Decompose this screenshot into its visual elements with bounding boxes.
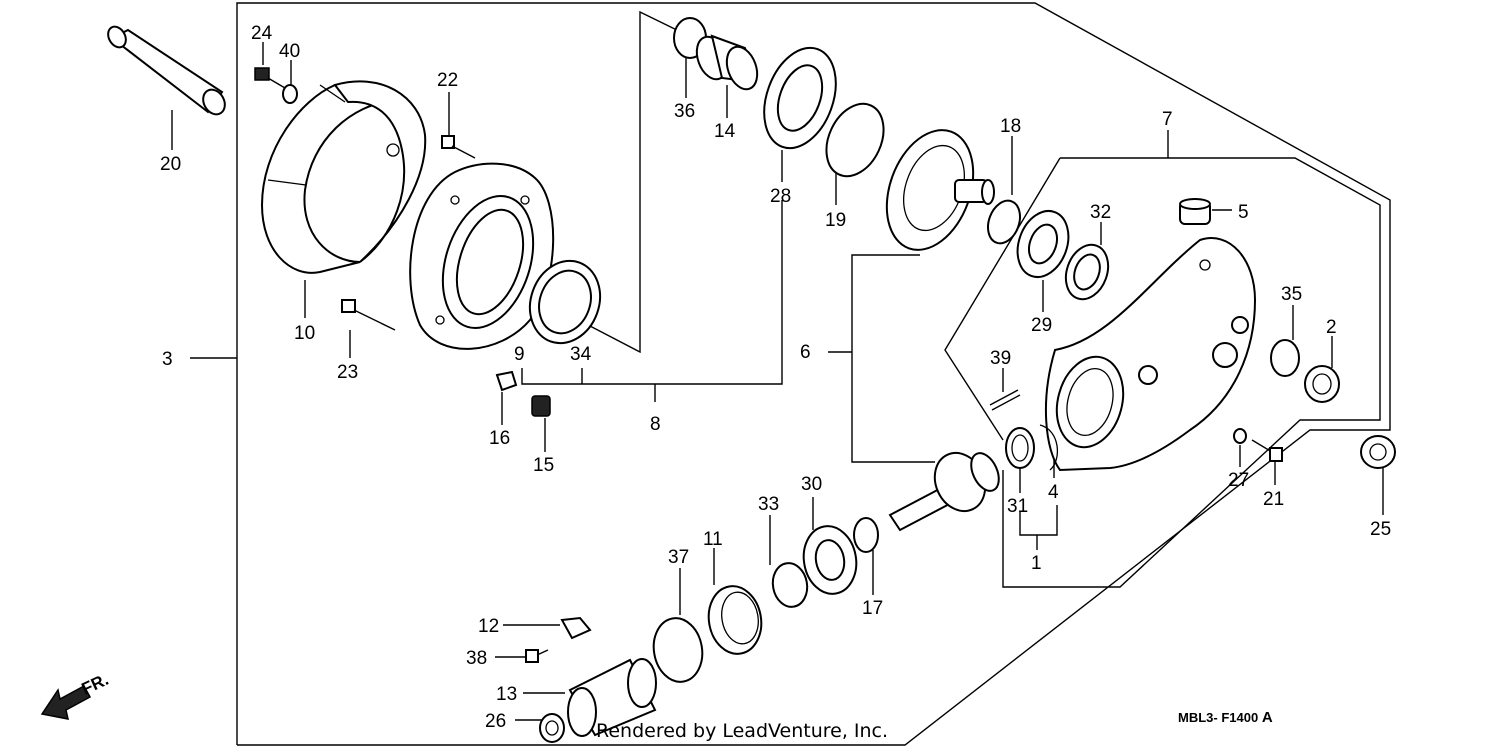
callout-14: 14 bbox=[714, 121, 736, 142]
callout-33: 33 bbox=[758, 494, 779, 515]
callout-11: 11 bbox=[703, 529, 723, 550]
part-18-shim[interactable] bbox=[982, 196, 1025, 248]
callout-13: 13 bbox=[496, 684, 517, 705]
part-39-stud[interactable] bbox=[989, 389, 1021, 411]
callout-36: 36 bbox=[674, 101, 695, 122]
callout-18: 18 bbox=[1000, 116, 1021, 137]
part-29-bearing[interactable] bbox=[1009, 204, 1077, 284]
part-21-bolt[interactable] bbox=[1251, 439, 1283, 462]
callout-22: 22 bbox=[437, 70, 458, 91]
callout-15: 15 bbox=[533, 455, 554, 476]
part-2-plug[interactable] bbox=[1304, 365, 1340, 403]
part-16-nut[interactable] bbox=[495, 370, 518, 392]
part-23-bolt[interactable] bbox=[341, 299, 396, 331]
diagram-revision: A bbox=[1262, 709, 1273, 726]
callout-40: 40 bbox=[279, 41, 300, 62]
part-20-pipe[interactable] bbox=[105, 23, 230, 118]
callout-28: 28 bbox=[770, 186, 791, 207]
diagram-code-main: MBL3- F1400 bbox=[1178, 710, 1258, 725]
part-19-snap-ring[interactable] bbox=[815, 95, 894, 186]
leader-lines bbox=[171, 42, 1384, 721]
callout-38: 38 bbox=[466, 648, 487, 669]
callout-8: 8 bbox=[650, 414, 661, 435]
callout-20: 20 bbox=[160, 154, 181, 175]
part-40-washer[interactable] bbox=[282, 84, 298, 104]
callout-2: 2 bbox=[1326, 317, 1337, 338]
part-10-brake-shoe[interactable] bbox=[260, 80, 427, 274]
credit-text: Rendered by LeadVenture, Inc. bbox=[596, 720, 888, 742]
callout-29: 29 bbox=[1031, 315, 1052, 336]
part-28-bearing[interactable] bbox=[751, 38, 849, 158]
ring-gear[interactable] bbox=[871, 118, 995, 262]
part-35-o-ring[interactable] bbox=[1270, 339, 1300, 377]
callout-9: 9 bbox=[514, 344, 525, 365]
callout-30: 30 bbox=[801, 474, 822, 495]
callout-10: 10 bbox=[294, 323, 315, 344]
part-12-clip[interactable] bbox=[560, 616, 592, 640]
callout-31: 31 bbox=[1007, 496, 1028, 517]
callout-39: 39 bbox=[990, 348, 1011, 369]
diagram-code: MBL3- F1400 A bbox=[1178, 709, 1273, 726]
part-15-pin[interactable] bbox=[531, 395, 551, 417]
callout-21: 21 bbox=[1263, 489, 1284, 510]
callout-23: 23 bbox=[337, 362, 358, 383]
part-30-bearing[interactable] bbox=[798, 522, 861, 598]
arrow-icon bbox=[40, 684, 92, 720]
callout-3: 3 bbox=[162, 349, 173, 370]
assembly-frame-lines bbox=[190, 2, 1391, 746]
callout-4: 4 bbox=[1048, 482, 1059, 503]
callout-6: 6 bbox=[800, 342, 811, 363]
brake-panel[interactable] bbox=[409, 162, 555, 350]
callout-26: 26 bbox=[485, 711, 506, 732]
part-34-seal[interactable] bbox=[519, 251, 612, 353]
callout-17: 17 bbox=[862, 598, 883, 619]
callout-25: 25 bbox=[1370, 519, 1391, 540]
callout-7: 7 bbox=[1162, 109, 1173, 130]
part-38-bolt[interactable] bbox=[525, 649, 549, 663]
part-25-nut[interactable] bbox=[1360, 435, 1396, 469]
part-22-bolt[interactable] bbox=[441, 135, 476, 159]
callout-27: 27 bbox=[1228, 470, 1249, 491]
callout-1: 1 bbox=[1031, 553, 1042, 574]
part-5-cap[interactable] bbox=[1179, 198, 1211, 225]
front-direction-indicator: FR. bbox=[40, 670, 112, 720]
callout-35: 35 bbox=[1281, 284, 1302, 305]
part-24-bolt[interactable] bbox=[254, 67, 286, 89]
part-13-joint[interactable] bbox=[567, 658, 657, 737]
part-27-washer[interactable] bbox=[1233, 428, 1247, 444]
part-33-shim[interactable] bbox=[769, 560, 810, 609]
callout-19: 19 bbox=[825, 210, 846, 231]
callout-24: 24 bbox=[251, 23, 273, 44]
part-14-collar[interactable] bbox=[691, 33, 762, 94]
part-17-shim[interactable] bbox=[853, 517, 879, 553]
part-32-seal[interactable] bbox=[1059, 239, 1116, 305]
callout-labels: 1 2 3 4 5 6 7 8 9 10 11 12 13 14 15 16 1… bbox=[160, 23, 1391, 732]
part-11-cage[interactable] bbox=[703, 582, 766, 658]
callout-37: 37 bbox=[668, 547, 689, 568]
callout-16: 16 bbox=[489, 428, 510, 449]
part-31-needle-bearing[interactable] bbox=[1005, 427, 1035, 469]
part-26-nut[interactable] bbox=[539, 713, 565, 743]
pinion-gear[interactable] bbox=[888, 445, 1004, 532]
callout-12: 12 bbox=[478, 616, 499, 637]
gear-case-housing[interactable] bbox=[1044, 237, 1257, 472]
part-37-o-ring[interactable] bbox=[649, 614, 707, 685]
callout-34: 34 bbox=[570, 344, 592, 365]
callout-5: 5 bbox=[1238, 202, 1249, 223]
part-4-circlip[interactable] bbox=[1039, 424, 1059, 471]
callout-32: 32 bbox=[1090, 202, 1111, 223]
